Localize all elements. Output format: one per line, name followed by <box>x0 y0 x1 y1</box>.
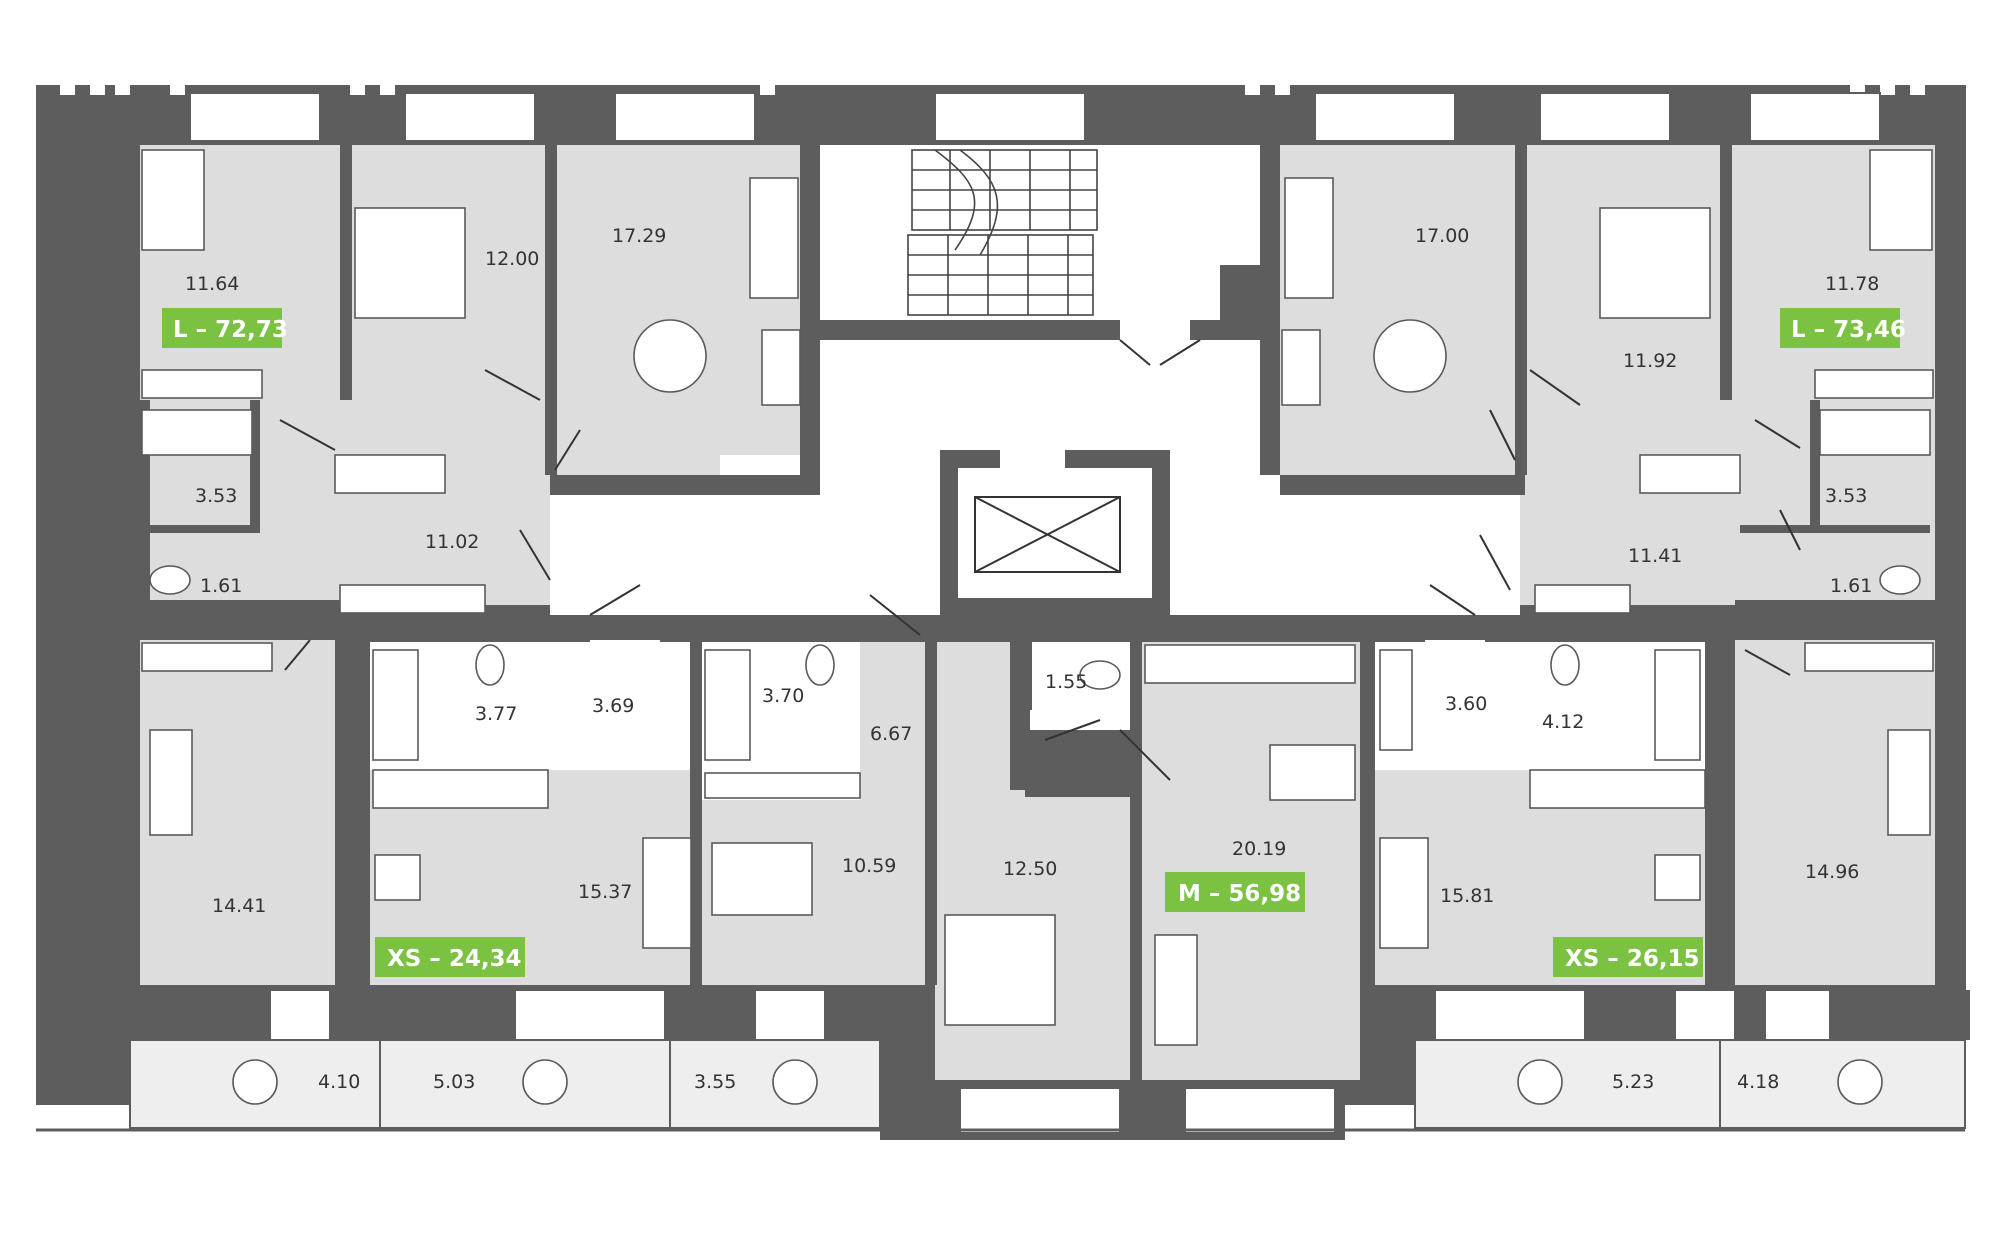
sofa-icon-2019 <box>1154 934 1198 1046</box>
kitchen-counter-icon-xs26 <box>1529 769 1706 809</box>
room-area-label: 15.81 <box>1440 885 1494 907</box>
top-crenellation <box>60 85 1925 95</box>
toilet-icon-left <box>149 565 191 595</box>
room-area-label: 3.77 <box>475 703 517 725</box>
single-bed-icon-right <box>1869 149 1933 251</box>
room-area-label: 11.78 <box>1825 273 1879 295</box>
room-area-label: 14.41 <box>212 895 266 917</box>
apartment-badge[interactable]: M – 56,98 <box>1165 872 1305 912</box>
kitchen-counter-icon-xs24 <box>372 769 549 809</box>
room-area-label: 11.92 <box>1623 350 1677 372</box>
wardrobe-icon-9 <box>1804 642 1934 672</box>
toilet-icon-xs26 <box>1550 644 1580 686</box>
wardrobe-icon-4 <box>141 642 273 672</box>
sofa-icon-1496 <box>1887 729 1931 836</box>
stair-core <box>905 145 1170 615</box>
room-area-label: 10.59 <box>842 855 896 877</box>
balcony-area-label: 5.03 <box>433 1071 475 1093</box>
bathtub-icon-xs24 <box>372 649 419 761</box>
stove-icon-1729 <box>761 329 801 406</box>
apartment-badge[interactable]: L – 72,73 <box>162 308 288 348</box>
sofa-icon-1581 <box>1379 837 1429 949</box>
single-bed-icon <box>141 149 205 251</box>
apartment-badge-label: XS – 24,34 <box>387 946 522 972</box>
apartment-badge-label: L – 73,46 <box>1791 317 1906 343</box>
wardrobe-icon-1 <box>141 369 263 399</box>
doors <box>279 339 1801 781</box>
balcony-area-label: 5.23 <box>1612 1071 1654 1093</box>
wardrobe-icon-5 <box>704 772 861 799</box>
wardrobe-icon-7 <box>1639 454 1741 494</box>
apartment-badge-label: L – 72,73 <box>173 317 288 343</box>
room-area-label: 12.00 <box>485 248 539 270</box>
apartment-badge[interactable]: L – 73,46 <box>1780 308 1906 348</box>
bathtub-icon-right <box>1819 409 1931 456</box>
bathtub-icon-left <box>141 409 253 456</box>
room-area-label: 1.61 <box>1830 575 1872 597</box>
room-area-label: 1.61 <box>200 575 242 597</box>
room-area-label: 20.19 <box>1232 838 1286 860</box>
room-area-label: 4.12 <box>1542 711 1584 733</box>
apartment-badge-label: XS – 26,15 <box>1565 946 1700 972</box>
sofa-icon-1537 <box>642 837 692 949</box>
balcony-area-label: 4.10 <box>318 1071 360 1093</box>
dining-table-icon-xs26 <box>1654 854 1701 901</box>
bed-icon-1059 <box>711 842 813 916</box>
double-bed-icon-right <box>1599 207 1711 319</box>
stove-icon-1700 <box>1281 329 1321 406</box>
sofa-icon-1441 <box>149 729 193 836</box>
bathtub-icon-xs26 <box>1654 649 1701 761</box>
apartment-badge[interactable]: XS – 26,15 <box>1553 937 1703 977</box>
walls-inner <box>140 145 1935 1090</box>
wardrobe-icon-3 <box>339 584 486 614</box>
balcony-area-label: 3.55 <box>694 1071 736 1093</box>
balcony-area-label: 4.18 <box>1737 1071 1779 1093</box>
dining-table-icon-1700 <box>1373 319 1447 393</box>
wardrobe-icon-8 <box>1814 369 1934 399</box>
dining-table-icon-xs24 <box>374 854 421 901</box>
furniture <box>141 149 1934 1105</box>
wardrobe-icon-10 <box>1379 649 1413 751</box>
room-area-label: 14.96 <box>1805 861 1859 883</box>
bathtub-icon-370 <box>704 649 751 761</box>
room-area-label: 3.69 <box>592 695 634 717</box>
balcony-table-icon-2 <box>522 1059 568 1105</box>
sofa-icon-1700 <box>1284 177 1334 299</box>
toilet-icon-right <box>1879 565 1921 595</box>
room-area-label: 11.02 <box>425 531 479 553</box>
room-area-label: 1.55 <box>1045 671 1087 693</box>
room-area-label: 17.29 <box>612 225 666 247</box>
apartment-badge-label: M – 56,98 <box>1178 881 1301 907</box>
dining-table-icon-2019 <box>1269 744 1356 801</box>
toilet-icon-370 <box>805 644 835 686</box>
dining-table-icon-1729 <box>633 319 707 393</box>
balcony-table-icon-1 <box>232 1059 278 1105</box>
room-area-label: 3.70 <box>762 685 804 707</box>
apartment-badge[interactable]: XS – 24,34 <box>375 937 525 977</box>
wardrobe-icon-6 <box>1534 584 1631 614</box>
toilet-icon-xs24 <box>475 644 505 686</box>
room-area-label: 3.60 <box>1445 693 1487 715</box>
balcony-table-icon-4 <box>1517 1059 1563 1105</box>
room-area-label: 6.67 <box>870 723 912 745</box>
balcony-table-icon-5 <box>1837 1059 1883 1105</box>
toilet-icon-155 <box>1079 660 1121 690</box>
double-bed-icon-mid <box>944 914 1056 1026</box>
double-bed-icon <box>354 207 466 319</box>
room-area-label: 11.41 <box>1628 545 1682 567</box>
room-area-label: 3.53 <box>195 485 237 507</box>
wardrobe-icon-2 <box>334 454 446 494</box>
sofa-icon-1729 <box>749 177 799 299</box>
room-area-label: 15.37 <box>578 881 632 903</box>
balcony-table-icon-3 <box>772 1059 818 1105</box>
room-area-label: 11.64 <box>185 273 239 295</box>
kitchen-counter-icon-m <box>1144 644 1356 684</box>
room-area-label: 3.53 <box>1825 485 1867 507</box>
room-area-label: 17.00 <box>1415 225 1469 247</box>
apartment-badges: L – 72,73 L – 73,46 XS – 24,34 M – 56,98… <box>162 308 1906 977</box>
room-labels: 11.64 12.00 17.29 3.53 11.02 1.61 3.77 3… <box>185 225 1879 1093</box>
room-area-label: 12.50 <box>1003 858 1057 880</box>
